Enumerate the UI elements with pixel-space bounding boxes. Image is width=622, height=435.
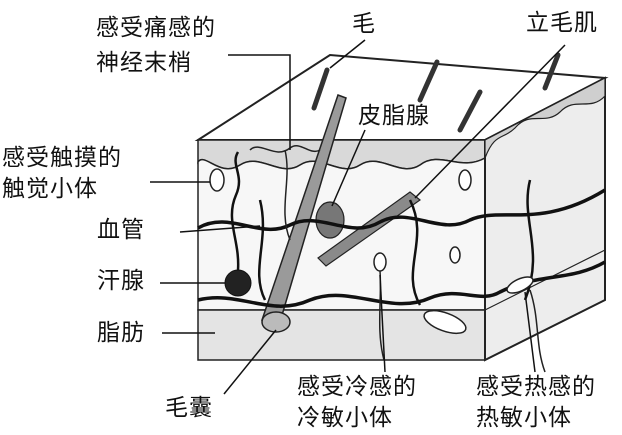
heat-corpuscle [506, 276, 534, 294]
heat-corpuscle-2 [423, 309, 467, 335]
label-pain-receptor-line1: 感受痛感的 [96, 15, 216, 41]
leader-pain [228, 54, 291, 150]
sweat-gland [224, 269, 252, 297]
label-cold-line2: 冷敏小体 [297, 405, 393, 431]
leader-lines [150, 39, 566, 395]
hair-strand-3 [457, 89, 483, 133]
label-touch-line2: 触觉小体 [2, 176, 98, 202]
label-hair-follicle: 毛囊 [165, 395, 213, 421]
label-blood-vessel: 血管 [97, 217, 145, 243]
label-heat-line1: 感受热感的 [476, 374, 596, 400]
hair-strand-2 [417, 59, 440, 103]
side-epidermis [484, 77, 606, 159]
hair-strand-4 [542, 52, 561, 91]
cold-corpuscle [373, 252, 387, 272]
leader-follicle [223, 329, 277, 395]
label-sebaceous-gland: 皮脂腺 [358, 103, 430, 129]
touch-corpuscle-2 [458, 169, 472, 191]
touch-corpuscle [209, 168, 225, 192]
hair-strand-1 [311, 67, 330, 111]
leader-heat [524, 291, 536, 373]
leader-cold [379, 274, 386, 373]
heat-nerve [529, 289, 546, 373]
label-pain-receptor-line2: 神经末梢 [96, 50, 192, 76]
label-fat: 脂肪 [97, 320, 145, 346]
leader-vessel [179, 225, 261, 233]
hair-bulb [261, 311, 291, 333]
cold-corpuscle-2 [449, 246, 461, 264]
label-hair: 毛 [352, 11, 376, 37]
leader-hair [329, 39, 366, 69]
label-cold-line1: 感受冷感的 [297, 374, 417, 400]
blood-vessel-1 [197, 188, 606, 232]
blood-vessel-3 [257, 199, 267, 301]
arrector-pili-muscle [317, 191, 421, 267]
pain-nerve-fiber [284, 149, 291, 241]
label-sweat-gland: 汗腺 [97, 268, 145, 294]
sweat-duct [230, 151, 241, 271]
label-heat-line2: 热敏小体 [476, 405, 572, 431]
label-touch-line1: 感受触摸的 [2, 145, 122, 171]
leader-sebaceous [331, 129, 366, 207]
leader-arrector [414, 44, 566, 199]
label-arrector-pili: 立毛肌 [526, 10, 598, 36]
blood-vessel-4 [408, 199, 422, 306]
